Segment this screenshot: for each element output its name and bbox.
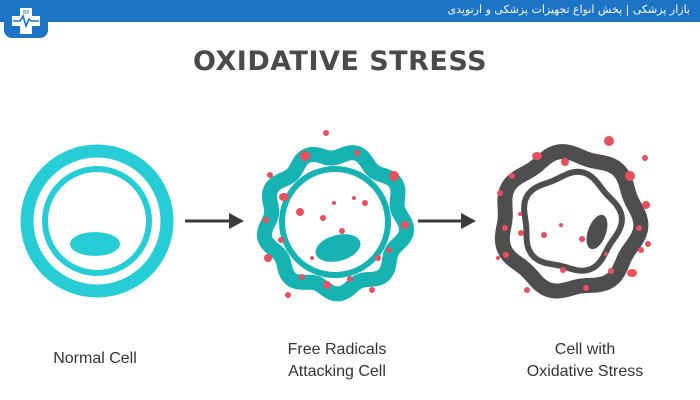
- label-line: Attacking Cell: [288, 363, 386, 380]
- free-radical-dot: [320, 215, 326, 221]
- free-radical-dot: [352, 196, 356, 200]
- free-radical-dot: [608, 268, 614, 274]
- normal-cell-outer-membrane: [20, 144, 174, 298]
- label-oxidative-stress: Cell with Oxidative Stress: [505, 339, 665, 383]
- free-radical-dot: [579, 236, 585, 242]
- arrow-1: [185, 213, 244, 229]
- free-radical-dot: [339, 228, 345, 234]
- free-radical-dot: [362, 200, 368, 206]
- normal-cell-inner-membrane: [42, 166, 152, 276]
- damaged-cell: [494, 136, 651, 299]
- free-radical-dot: [323, 281, 331, 289]
- damaged-cell-nucleus: [586, 214, 608, 250]
- free-radical-dot: [300, 151, 310, 161]
- free-radical-dot: [401, 221, 409, 229]
- damaged-cell-inner-membrane: [521, 168, 625, 274]
- free-radical-dot: [604, 136, 614, 146]
- free-radical-dot: [386, 247, 392, 253]
- free-radical-dot: [636, 225, 642, 231]
- free-radical-dot: [310, 256, 314, 260]
- free-radical-dot: [389, 171, 399, 181]
- free-radical-dot: [497, 190, 503, 196]
- free-radical-dot: [296, 208, 304, 216]
- free-radical-dot: [561, 158, 569, 166]
- label-line: Free Radicals: [287, 341, 387, 358]
- free-radical-dot: [642, 201, 650, 209]
- free-radical-dot: [263, 217, 269, 223]
- free-radical-dot: [541, 232, 547, 238]
- header-banner: بازار پزشکی | پخش انواع تجهیزات پزشکی و …: [0, 0, 700, 22]
- medical-cross-heartbeat-icon: BP: [12, 8, 40, 34]
- free-radical-dot: [638, 247, 644, 253]
- logo-mark: BP: [23, 10, 29, 16]
- label-line: Normal Cell: [53, 350, 137, 367]
- attacked-cell-outer-membrane: [256, 145, 415, 302]
- logo[interactable]: BP: [4, 2, 48, 38]
- free-radical-dot: [518, 230, 524, 236]
- damaged-cell-outer-membrane: [494, 144, 649, 299]
- attacked-cell-inner-membrane: [279, 166, 391, 278]
- free-radical-dot: [354, 150, 360, 156]
- free-radical-dot: [583, 285, 589, 291]
- free-radical-dot: [375, 255, 381, 261]
- free-radical-dot: [264, 254, 272, 262]
- label-normal-cell: Normal Cell: [20, 348, 170, 370]
- label-line: Cell with: [554, 341, 616, 358]
- oxidative-radicals-group: [496, 136, 651, 293]
- free-radical-dot: [369, 287, 375, 293]
- attacked-cell: [256, 130, 415, 302]
- page-title: OXIDATIVE STRESS: [192, 46, 488, 77]
- label-free-radicals: Free Radicals Attacking Cell: [252, 339, 422, 383]
- free-radical-dot: [503, 252, 509, 258]
- label-line: Oxidative Stress: [526, 363, 644, 380]
- arrow-2: [418, 213, 476, 229]
- free-radical-dot: [627, 269, 637, 277]
- free-radical-dot: [625, 171, 635, 181]
- free-radical-dot: [560, 267, 566, 273]
- free-radical-dot: [518, 212, 522, 216]
- banner-text: بازار پزشکی | پخش انواع تجهیزات پزشکی و …: [447, 3, 690, 16]
- free-radical-dot: [496, 256, 500, 260]
- free-radical-dot: [532, 152, 542, 160]
- free-radical-dot: [347, 276, 353, 282]
- free-radical-dot: [267, 172, 273, 178]
- free-radical-dot: [299, 274, 305, 280]
- free-radical-dot: [604, 252, 608, 256]
- free-radical-dot: [559, 223, 563, 227]
- free-radical-dot: [502, 225, 508, 231]
- free-radical-dot: [323, 130, 329, 136]
- free-radical-dot: [279, 193, 289, 201]
- free-radical-dot: [285, 292, 291, 298]
- free-radical-dot: [509, 173, 515, 179]
- normal-cell: [20, 144, 174, 298]
- normal-cell-nucleus: [70, 232, 120, 256]
- free-radical-dot: [524, 287, 530, 293]
- attacked-cell-nucleus: [315, 234, 361, 262]
- free-radical-dot: [642, 155, 648, 161]
- free-radical-dot: [645, 241, 651, 247]
- free-radicals-group: [263, 130, 409, 298]
- free-radical-dot: [278, 237, 284, 243]
- free-radical-dot: [332, 201, 336, 205]
